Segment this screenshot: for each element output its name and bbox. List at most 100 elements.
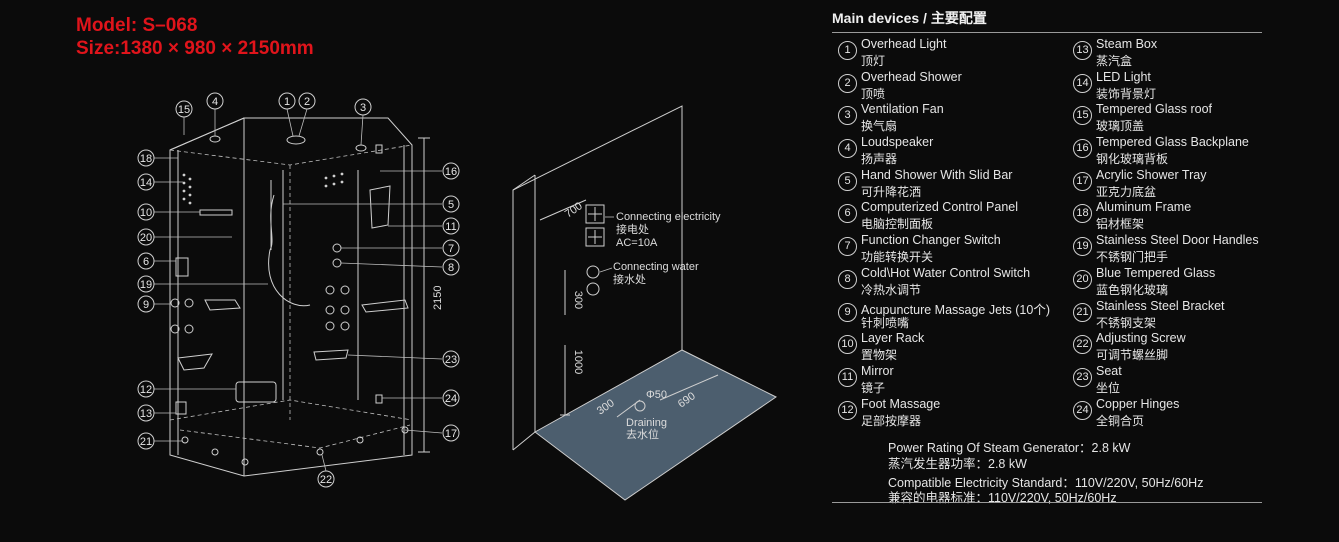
device-number: 5 (838, 171, 857, 191)
device-name-cn: 扬声器 (861, 152, 898, 167)
connecting-electricity-label: Connecting electricity (616, 211, 721, 223)
connecting-water-label: Connecting water (613, 261, 699, 273)
seat-left (177, 353, 213, 371)
device-name-cn: 全铜合页 (1096, 413, 1145, 428)
bottom-divider (832, 502, 1262, 503)
svg-text:7: 7 (448, 243, 454, 255)
svg-text:1: 1 (284, 96, 290, 108)
device-number: 23 (1073, 367, 1092, 387)
device-name-en: Stainless Steel Bracket (1096, 298, 1225, 313)
device-number: 16 (1073, 139, 1092, 159)
device-name-cn: 功能转换开关 (861, 250, 934, 265)
device-name-en: Overhead Light (861, 37, 947, 51)
device-number: 9 (838, 302, 857, 322)
power-spec-en: Power Rating Of Steam Generator：2.8 kW (888, 441, 1131, 455)
device-name-en: Aluminum Frame (1096, 200, 1192, 215)
device-number: 20 (1073, 269, 1092, 289)
svg-text:300: 300 (572, 291, 584, 309)
device-name-cn: 冷热水调节 (861, 282, 922, 297)
callout-18: 18 (137, 149, 155, 167)
svg-text:3: 3 (360, 102, 366, 114)
leader-lines (154, 108, 443, 472)
control-panel-shape (175, 257, 189, 277)
device-name-en: Acrylic Shower Tray (1096, 167, 1207, 182)
svg-text:接水处: 接水处 (613, 273, 646, 286)
svg-text:23: 23 (445, 354, 457, 366)
device-name-cn: 铝材框架 (1096, 217, 1145, 232)
svg-text:20: 20 (140, 232, 152, 244)
device-number: 21 (1073, 302, 1092, 322)
device-number: 1 (838, 41, 857, 60)
floor-area (534, 349, 777, 501)
device-name-en: Acupuncture Massage Jets (10个) (861, 302, 1050, 317)
device-name-cn: 蓝色钢化玻璃 (1096, 282, 1169, 297)
overhead-shower-shape (286, 135, 306, 145)
device-name-en: Tempered Glass roof (1096, 102, 1213, 117)
callout-12: 12 (137, 380, 155, 398)
callout-15: 15 (175, 100, 193, 118)
callout-19: 19 (137, 275, 155, 293)
door-handle-right (361, 299, 409, 313)
device-name-cn: 镜子 (861, 380, 886, 395)
svg-text:8: 8 (448, 262, 454, 274)
device-item: 18 Aluminum Frame 铝材框架 (1071, 200, 1301, 233)
device-number: 18 (1073, 204, 1092, 224)
size-title: Size:1380 × 980 × 2150mm (76, 38, 314, 59)
device-number: 19 (1073, 237, 1092, 257)
svg-text:21: 21 (140, 436, 152, 448)
device-name-cn: 可调节螺丝脚 (1096, 348, 1169, 363)
led-dots (182, 172, 344, 205)
device-name-cn: 顶灯 (861, 54, 886, 68)
callout-17: 17 (442, 424, 460, 442)
svg-text:AC=10A: AC=10A (616, 237, 658, 249)
callout-14: 14 (137, 173, 155, 191)
device-name-cn: 玻璃顶盖 (1096, 119, 1145, 134)
power-spec-cn: 蒸汽发生器功率：2.8 kW (888, 457, 1027, 471)
elec-spec-en: Compatible Electricity Standard：110V/220… (888, 476, 1204, 490)
device-number: 2 (838, 73, 857, 93)
device-number: 8 (838, 269, 857, 289)
svg-text:19: 19 (140, 279, 152, 291)
tray-feet (181, 426, 409, 466)
device-name-en: LED Light (1096, 69, 1151, 84)
svg-text:15: 15 (178, 104, 190, 116)
device-name-en: Copper Hinges (1096, 396, 1180, 411)
callout-7: 7 (442, 239, 460, 257)
device-number: 4 (838, 139, 857, 159)
elec-spec-cn: 兼容的电器标准：110V/220V, 50Hz/60Hz (888, 491, 1117, 505)
device-name-en: Mirror (861, 363, 894, 378)
svg-text:22: 22 (320, 474, 332, 486)
device-name-en: Stainless Steel Door Handles (1096, 233, 1259, 248)
svg-text:16: 16 (445, 166, 457, 178)
device-name-en: Computerized Control Panel (861, 200, 1019, 215)
svg-text:14: 14 (140, 177, 152, 189)
seat-shape (313, 349, 349, 361)
callout-11: 11 (442, 217, 460, 235)
callout-16: 16 (442, 162, 460, 180)
device-name-en: Blue Tempered Glass (1096, 265, 1216, 280)
svg-text:Φ50: Φ50 (646, 389, 667, 401)
device-name-cn: 不锈钢支架 (1096, 315, 1157, 330)
svg-text:700: 700 (563, 200, 585, 220)
device-number: 13 (1073, 41, 1092, 60)
tray-dashed-edge (169, 399, 413, 421)
cabin-outline (169, 117, 413, 477)
svg-text:18: 18 (140, 153, 152, 165)
device-item: 21 Stainless Steel Bracket 不锈钢支架 (1071, 299, 1301, 332)
svg-text:11: 11 (445, 221, 456, 233)
callout-21: 21 (137, 432, 155, 450)
